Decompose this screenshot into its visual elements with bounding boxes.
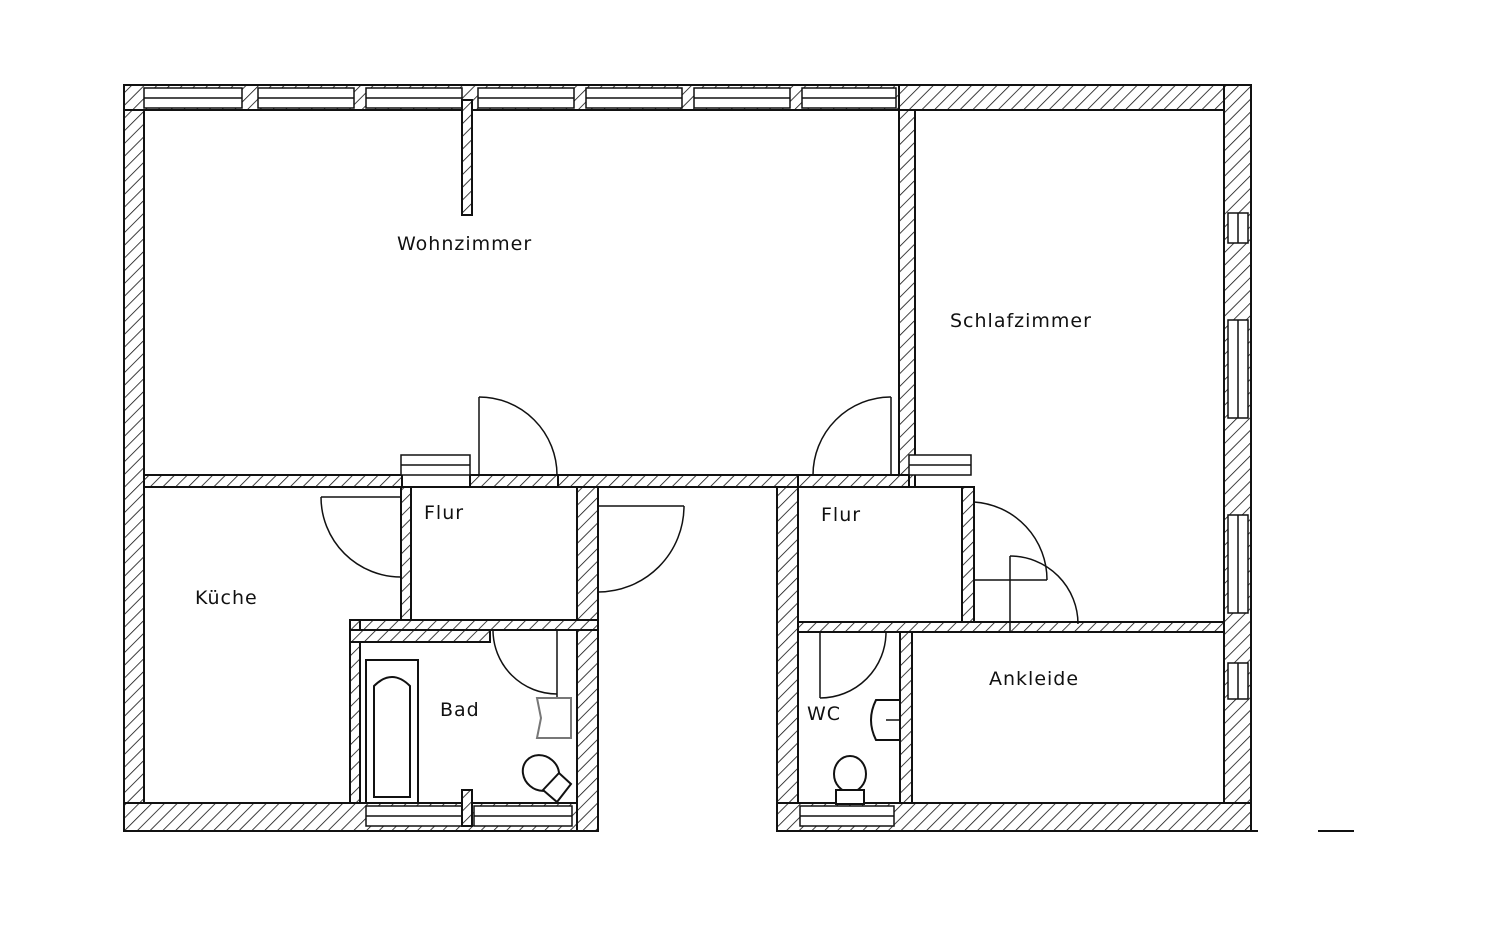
flur-boxes [400, 454, 972, 623]
room-label-bad: Bad [440, 699, 480, 721]
top-windows [143, 87, 897, 216]
bathtub-icon [365, 659, 419, 804]
bottom-windows [365, 789, 895, 827]
room-label-wohnzimmer: Wohnzimmer [397, 233, 532, 255]
room-label-ankleide: Ankleide [989, 668, 1079, 690]
room-label-wc: WC [807, 703, 841, 725]
inner-walls [143, 109, 1225, 804]
wc-toilet-icon [833, 755, 867, 805]
doors [320, 396, 1079, 700]
washbasin-icon [535, 697, 572, 739]
right-windows [1227, 212, 1249, 700]
wc-washbasin-icon [870, 699, 901, 741]
room-label-flur-left: Flur [424, 502, 464, 524]
toilet-icon [521, 754, 573, 804]
fixtures [365, 659, 901, 805]
outer-walls [123, 84, 1252, 832]
room-label-schlafzimmer: Schlafzimmer [950, 310, 1092, 332]
room-label-kueche: Küche [195, 587, 258, 609]
room-label-flur-right: Flur [821, 504, 861, 526]
